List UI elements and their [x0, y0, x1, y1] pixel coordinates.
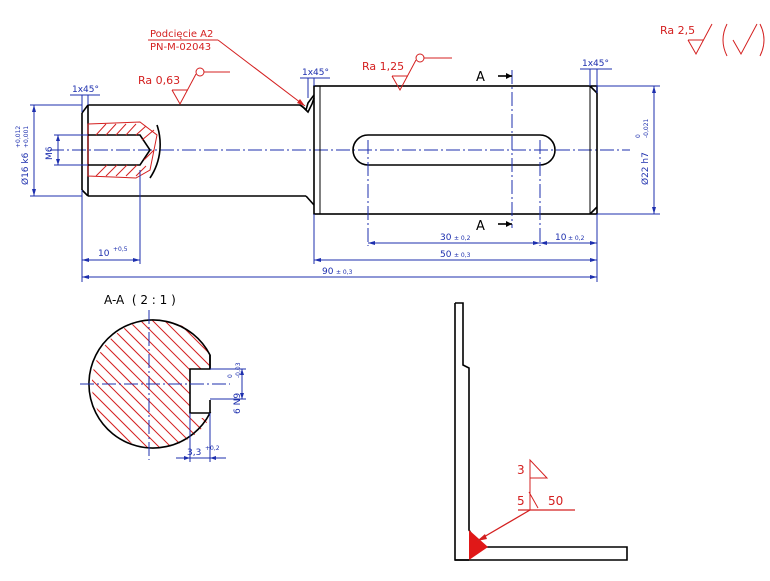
- dim-90: 90: [322, 267, 334, 277]
- roughness-symbol-left: Ra 0,63: [138, 67, 230, 106]
- section-mark-top: A: [476, 70, 485, 85]
- threaded-hole-section: [87, 121, 161, 179]
- weld-symbol: 3 5 50: [476, 458, 575, 542]
- weld-count: 5: [517, 494, 525, 508]
- weld-joint-view: 3 5 50: [454, 302, 628, 561]
- svg-text:Ra 0,63: Ra 0,63: [138, 74, 180, 87]
- svg-text:+0,5: +0,5: [113, 246, 128, 253]
- thread-label: M6: [45, 146, 55, 160]
- svg-text:± 0,2: ± 0,2: [454, 235, 471, 242]
- chamfer-mid: 1x45°: [302, 68, 329, 78]
- weld-leg: 3: [517, 463, 525, 477]
- svg-text:-0,021: -0,021: [643, 118, 650, 138]
- dia-small-label: Ø16 k6: [20, 152, 31, 185]
- undercut-standard: PN-M-02043: [150, 42, 211, 53]
- dim-50: 50: [440, 250, 452, 260]
- svg-text:+0,012: +0,012: [15, 126, 22, 148]
- svg-text:-0,03: -0,03: [235, 362, 242, 378]
- weld-length: 50: [548, 494, 563, 508]
- svg-text:0: 0: [635, 134, 642, 138]
- shaft-small-section: [88, 94, 315, 112]
- weld-fillet: [469, 530, 488, 560]
- chamfer-right: 1x45°: [582, 59, 609, 69]
- svg-text:Ra 2,5: Ra 2,5: [660, 24, 695, 37]
- keyway-depth-label: 3,3: [187, 448, 201, 458]
- keyway-width-label: 6 N9: [233, 393, 243, 414]
- dim-30: 30: [440, 233, 452, 243]
- shaft-large-section: [313, 85, 598, 215]
- dia-large-label: Ø22 h7: [640, 152, 651, 185]
- svg-text:+0,2: +0,2: [205, 445, 220, 452]
- section-title: A-A ( 2 : 1 ): [104, 293, 176, 307]
- chamfer-left: 1x45°: [72, 85, 99, 95]
- shaft-view: A A Podcięcie A2 PN-M-02043 1x45° 1x45° …: [15, 23, 765, 282]
- undercut-label: Podcięcie A2: [150, 29, 213, 40]
- roughness-symbol-mid: Ra 1,25: [362, 53, 452, 92]
- svg-text:0: 0: [227, 374, 234, 378]
- section-mark-bottom: A: [476, 219, 485, 234]
- svg-text:± 0,3: ± 0,3: [336, 269, 353, 276]
- svg-text:Ra 1,25: Ra 1,25: [362, 60, 404, 73]
- svg-text:± 0,3: ± 0,3: [454, 252, 471, 259]
- section-a-a: A-A ( 2 : 1 ): [80, 293, 246, 462]
- dim-10b: 10: [555, 233, 567, 243]
- roughness-symbol-general: Ra 2,5: [660, 23, 765, 57]
- dim-10: 10: [98, 249, 110, 259]
- svg-text:+0,001: +0,001: [23, 126, 30, 148]
- svg-text:± 0,2: ± 0,2: [568, 235, 585, 242]
